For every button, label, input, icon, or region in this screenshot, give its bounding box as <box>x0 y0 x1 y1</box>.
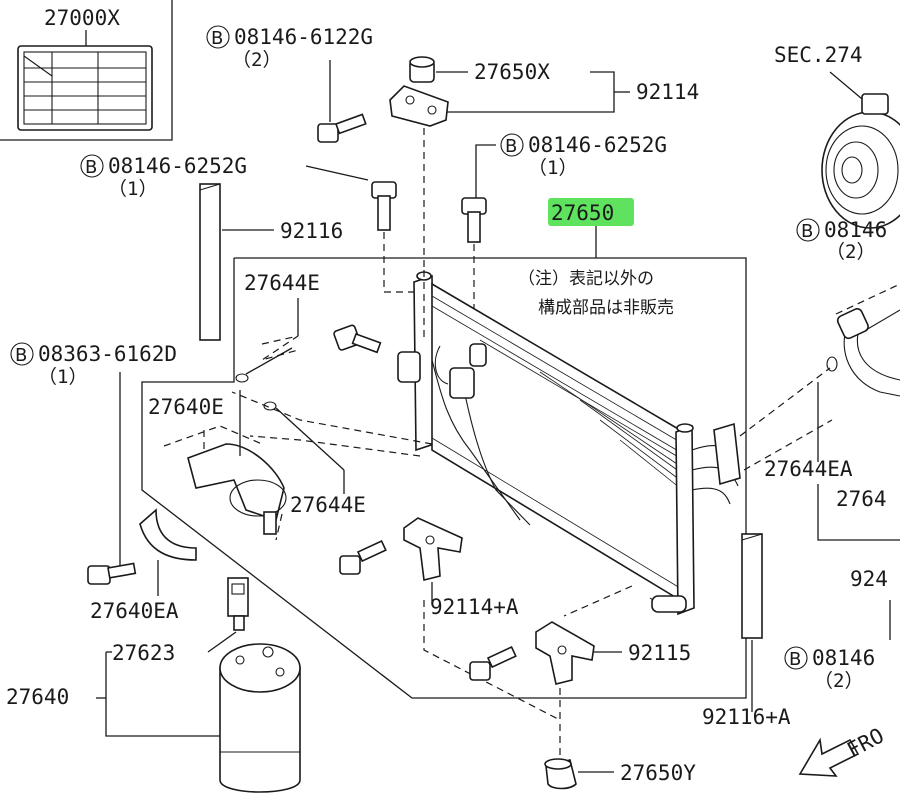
label-oring-top: 27644E <box>244 271 320 295</box>
bolt-bracket-icon <box>87 562 137 585</box>
note-line-1: （注）表記以外の <box>518 269 654 289</box>
label-decal: 27000X <box>44 6 120 30</box>
bolt-mark-top: B <box>206 25 230 49</box>
label-oring-mid: 27644E <box>290 493 366 517</box>
label-bolt-mid: 08146-6252G <box>528 133 667 157</box>
label-switch: 27623 <box>112 641 175 665</box>
bolt-mark-left: B <box>80 154 104 178</box>
label-right-cut-b: 924 <box>850 567 888 591</box>
svg-text:B: B <box>801 221 813 242</box>
label-bracket-lower: 92115 <box>628 641 691 665</box>
condenser-icon <box>397 271 741 616</box>
bush-bottom-icon <box>544 758 577 790</box>
label-bracket-mid: 92114+A <box>430 595 519 619</box>
bolt-mark-right-low: B <box>784 646 808 670</box>
seal-right-icon <box>741 533 763 639</box>
compressor-icon <box>821 93 900 229</box>
bracket-band-icon <box>187 443 287 535</box>
label-bracket-band: 27640E <box>148 395 224 419</box>
seal-left-icon <box>199 183 221 341</box>
bracket-mid-icon <box>403 517 463 581</box>
svg-text:B: B <box>211 28 223 49</box>
oring-mid-small-icon <box>263 401 277 411</box>
bolt-top-icon <box>317 113 367 143</box>
oring-right-icon <box>826 356 838 372</box>
front-arrow-icon <box>798 737 860 777</box>
label-bolt-left: 08146-6252G <box>108 154 247 178</box>
svg-text:B: B <box>15 345 27 366</box>
label-oring-right: 27644EA <box>764 457 853 481</box>
bolt-mark-mid: B <box>500 133 524 157</box>
label-right-cut-a: 2764 <box>836 487 887 511</box>
band-lower-icon <box>139 508 197 561</box>
label-condenser[interactable]: 27650 <box>551 201 614 225</box>
label-bolt-right-top: 08146 <box>824 218 887 242</box>
bolt-bracket-lower-icon <box>469 645 517 681</box>
hose-right-icon <box>836 308 900 397</box>
bracket-lower-icon <box>535 621 595 685</box>
label-bolt-right-top-qty: （2） <box>826 241 875 263</box>
label-bracket-top: 92114 <box>636 80 699 104</box>
svg-text:B: B <box>85 157 97 178</box>
condenser-assembly-frame <box>141 257 747 699</box>
label-bolt-left-qty: （1） <box>108 178 157 200</box>
label-section: SEC.274 <box>774 43 863 67</box>
label-bolt-right-low: 08146 <box>812 646 875 670</box>
svg-text:B: B <box>505 136 517 157</box>
bolt-left-icon <box>371 181 397 231</box>
bolt-condenser-icon <box>333 324 382 354</box>
label-receiver: 27640 <box>6 685 69 709</box>
label-bush-bottom: 27650Y <box>620 761 696 785</box>
decal-box <box>0 0 173 141</box>
label-seal-right: 92116+A <box>702 705 791 729</box>
bolt-mid-icon <box>461 197 487 243</box>
receiver-icon <box>219 643 301 793</box>
bush-top-icon <box>409 56 435 83</box>
label-bolt-mid-qty: （1） <box>528 157 577 179</box>
label-band-lower: 27640EA <box>90 599 179 623</box>
label-bolt-top-qty: （2） <box>232 49 281 71</box>
label-bush-top: 27650X <box>474 60 550 84</box>
bolt-mark-right-top: B <box>796 218 820 242</box>
bolt-bracket-mid-icon <box>339 539 387 575</box>
label-bolt-right-low-qty: （2） <box>814 670 863 692</box>
condenser-label-highlight <box>548 198 634 226</box>
bolt-mark-bracket: B <box>10 342 34 366</box>
svg-text:B: B <box>789 649 801 670</box>
label-bolt-bracket-qty: （1） <box>38 366 87 388</box>
bracket-top-icon <box>389 85 449 127</box>
note-line-2: 構成部品は非販売 <box>538 298 674 318</box>
label-bolt-bracket: 08363-6162D <box>38 342 177 366</box>
label-seal-left: 92116 <box>280 219 343 243</box>
oring-top-icon <box>235 373 249 383</box>
switch-icon <box>227 577 249 631</box>
label-bolt-top: 08146-6122G <box>234 25 373 49</box>
